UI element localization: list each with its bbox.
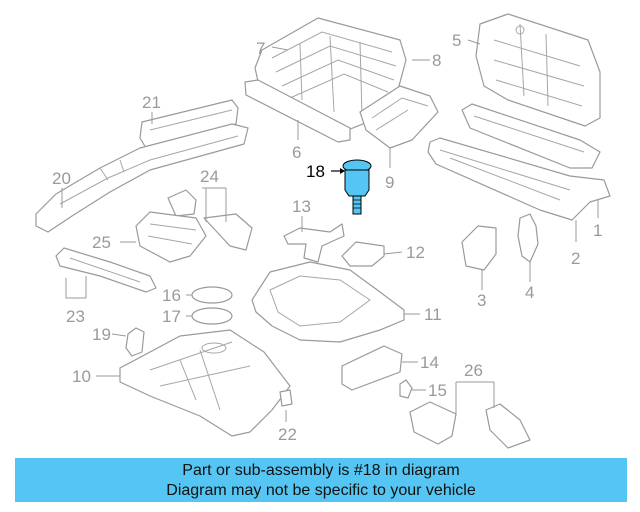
callout-20: 20 <box>52 169 71 188</box>
part-2-rear-crossmember <box>461 103 601 169</box>
callout-22: 22 <box>278 425 297 444</box>
leader-lines <box>61 39 599 422</box>
part-18-highlighted <box>342 159 372 215</box>
callout-5: 5 <box>452 31 461 50</box>
callout-14: 14 <box>420 353 439 372</box>
part-26-brackets <box>409 401 531 449</box>
part-15-bracket <box>399 379 413 399</box>
part-22-clip <box>279 389 293 407</box>
part-25-crossmember <box>135 211 207 263</box>
callout-6: 6 <box>292 143 301 162</box>
part-11-floor-pan <box>251 261 405 343</box>
callout-15: 15 <box>428 381 447 400</box>
part-17-seal-ring <box>191 307 233 325</box>
part-14-reinforcement <box>341 345 403 391</box>
part-24-brackets <box>167 189 253 251</box>
diagram-caption-banner: Part or sub-assembly is #18 in diagram D… <box>15 458 627 502</box>
part-21-side-member <box>139 99 239 149</box>
callout-labels: 7 8 5 6 9 1 2 3 4 21 20 24 25 23 13 12 1… <box>52 31 602 444</box>
caption-line-disclaimer: Diagram may not be specific to your vehi… <box>166 482 476 499</box>
parts-diagram: 7 8 5 6 9 1 2 3 4 21 20 24 25 23 13 12 1… <box>35 13 611 449</box>
callout-9: 9 <box>385 173 394 192</box>
part-12-plate <box>341 241 385 267</box>
callout-23: 23 <box>66 307 85 326</box>
part-16-seal-ring <box>191 286 233 304</box>
part-19-bracket <box>125 327 145 357</box>
callout-24: 24 <box>200 167 219 186</box>
part-20-side-rail <box>35 123 249 233</box>
callout-8: 8 <box>432 51 441 70</box>
callout-11: 11 <box>424 305 442 324</box>
callout-1: 1 <box>593 221 602 240</box>
callout-26: 26 <box>464 361 483 380</box>
callout-7: 7 <box>256 39 265 58</box>
callout-13: 13 <box>292 197 311 216</box>
callout-25: 25 <box>92 233 111 252</box>
callout-3: 3 <box>477 291 486 310</box>
part-13-gusset <box>283 223 345 263</box>
callout-19: 19 <box>92 325 111 344</box>
callout-17: 17 <box>162 307 181 326</box>
part-10-front-floor <box>119 329 291 437</box>
caption-line-part-number: Part or sub-assembly is #18 in diagram <box>182 462 460 479</box>
callout-12: 12 <box>406 243 425 262</box>
callout-21: 21 <box>142 93 161 112</box>
callout-10: 10 <box>72 367 91 386</box>
part-23-rail <box>55 247 157 293</box>
callout-4: 4 <box>525 283 534 302</box>
callout-16: 16 <box>162 286 181 305</box>
part-1-rear-rail <box>427 137 611 221</box>
part-4-bracket <box>517 213 539 263</box>
part-9-bracket <box>359 85 439 149</box>
part-6-floor-rail <box>244 79 351 143</box>
callout-18: 18 <box>306 162 325 181</box>
callout-2: 2 <box>571 249 580 268</box>
part-3-bracket <box>461 225 497 271</box>
part-5-rear-panel <box>475 13 601 127</box>
